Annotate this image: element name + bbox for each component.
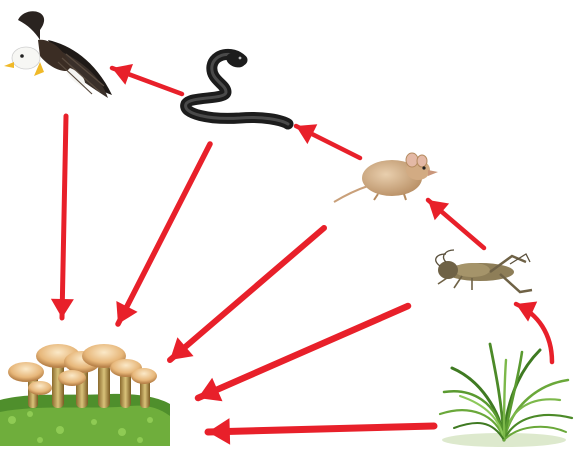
arrow-grasshopper-to-mouse — [428, 200, 484, 248]
arrow-snake-to-eagle — [112, 64, 182, 94]
grasshopper-icon — [436, 250, 532, 292]
arrow-grasshopper-to-mushrooms — [198, 306, 408, 401]
eagle-icon — [4, 11, 112, 98]
arrow-mouse-to-mushrooms — [170, 228, 324, 360]
arrow-eagle-to-mushrooms — [51, 116, 74, 318]
arrow-mouse-to-snake — [296, 124, 360, 158]
mushrooms-icon — [0, 344, 170, 446]
mouse-icon — [334, 153, 438, 202]
arrow-grass-to-mushrooms — [208, 418, 434, 445]
arrow-snake-to-mushrooms — [116, 144, 210, 324]
snake-icon — [186, 50, 288, 124]
